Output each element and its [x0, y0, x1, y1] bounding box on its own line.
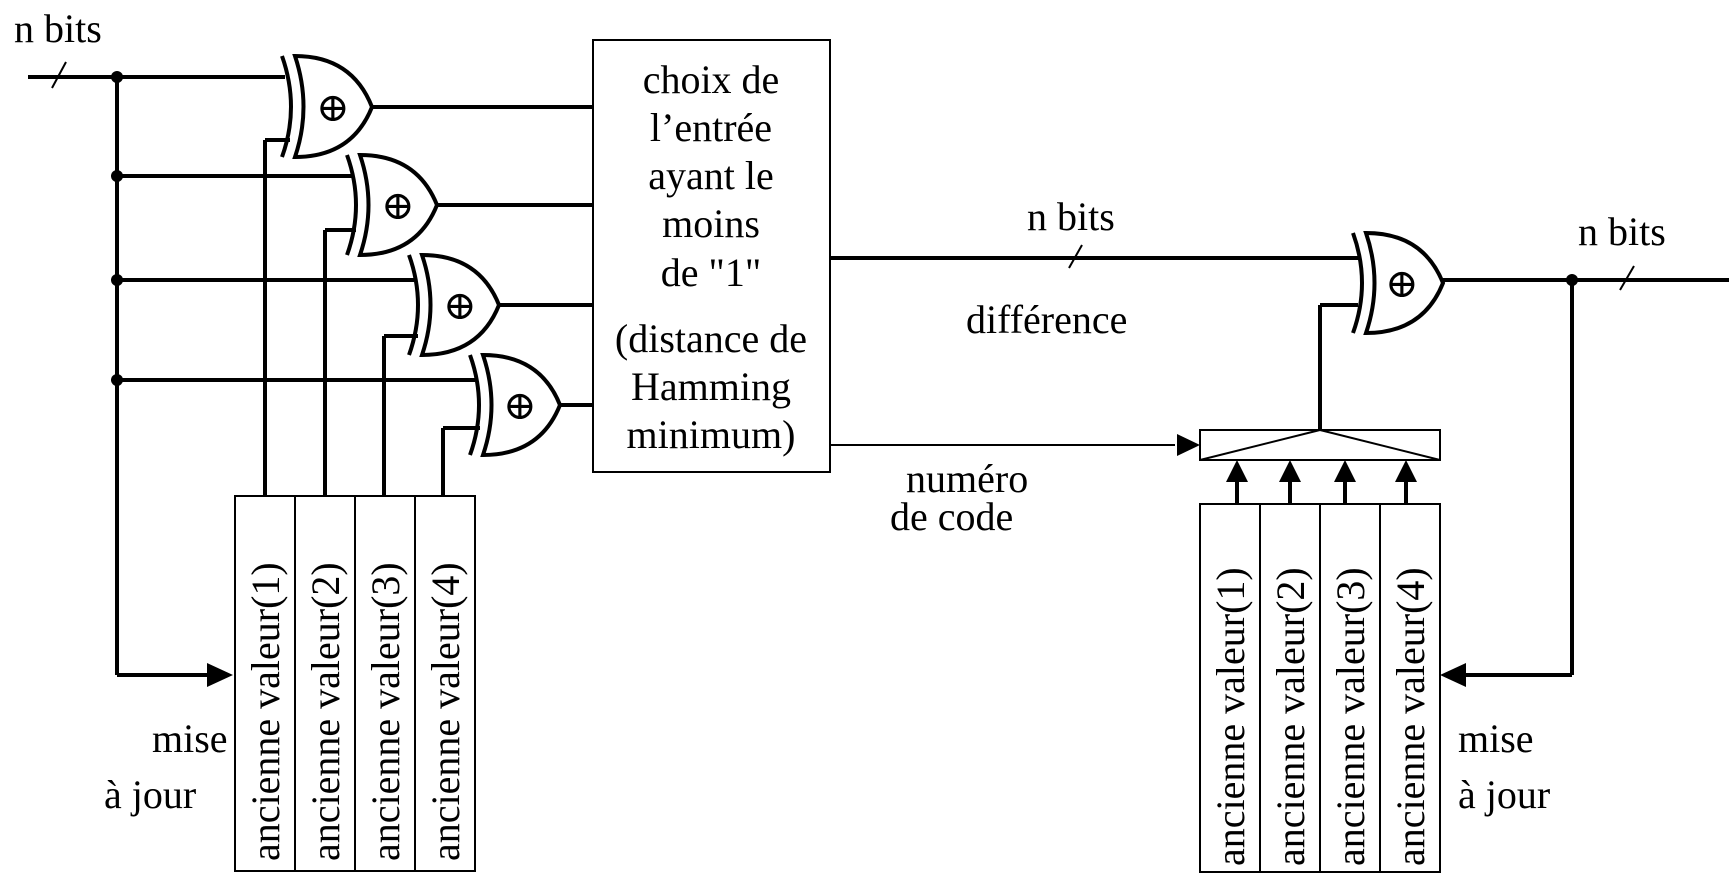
update-right-label-1: mise [1458, 716, 1534, 761]
update-left-label-1: mise [152, 716, 228, 761]
output-xor-gate: ⊕ [1351, 230, 1446, 336]
left-register-4: ancienne valeur(4) [423, 562, 468, 861]
selector-line-8: minimum) [627, 412, 796, 457]
left-register-2: ancienne valeur(2) [303, 562, 348, 861]
register-feedback-wires [263, 138, 480, 496]
right-registers: ancienne valeur(1) ancienne valeur(2) an… [1199, 503, 1441, 873]
difference-label: différence [966, 297, 1127, 342]
selector-line-7: Hamming [631, 364, 791, 409]
multiplexer [1199, 303, 1441, 461]
right-register-1: ancienne valeur(1) [1208, 567, 1253, 866]
output-bus [1440, 265, 1729, 687]
right-register-4: ancienne valeur(4) [1388, 567, 1433, 866]
input-bits-label: n bits [14, 6, 102, 51]
selector-line-5: de "1" [661, 250, 761, 295]
code-number-wire [830, 434, 1200, 456]
left-register-1: ancienne valeur(1) [243, 562, 288, 861]
output-bits-label: n bits [1578, 209, 1666, 254]
code-number-label-1: numéro [906, 456, 1028, 501]
xor-gate-1: ⊕ [280, 53, 375, 160]
selector-line-6: (distance de [615, 316, 807, 361]
left-register-3: ancienne valeur(3) [363, 562, 408, 861]
update-left-label-2: à jour [104, 772, 196, 817]
code-number-label-2: de code [890, 494, 1013, 539]
xor-gate-4: ⊕ [468, 352, 563, 458]
selector-line-2: l’entrée [650, 105, 772, 150]
right-register-2: ancienne valeur(2) [1268, 567, 1313, 866]
hamming-selector-box: choix de l’entrée ayant le moins de "1" … [592, 39, 831, 473]
xor-symbol: ⊕ [503, 383, 537, 428]
selector-line-4: moins [662, 201, 760, 246]
left-registers: ancienne valeur(1) ancienne valeur(2) an… [234, 495, 476, 872]
right-register-3: ancienne valeur(3) [1328, 567, 1373, 866]
xor-symbol: ⊕ [443, 283, 477, 328]
xor-symbol: ⊕ [1385, 261, 1419, 306]
xor-symbol: ⊕ [316, 85, 350, 130]
xor-gate-2: ⊕ [345, 152, 440, 258]
xor-output-wires [372, 105, 593, 407]
update-right-label-2: à jour [1458, 772, 1550, 817]
difference-bus [830, 244, 1358, 269]
diff-bits-label: n bits [1027, 194, 1115, 239]
xor-gate-3: ⊕ [407, 252, 502, 358]
selector-line-3: ayant le [648, 153, 774, 198]
selector-line-1: choix de [643, 57, 780, 102]
xor-symbol: ⊕ [381, 183, 415, 228]
mux-input-arrows [1226, 460, 1417, 504]
